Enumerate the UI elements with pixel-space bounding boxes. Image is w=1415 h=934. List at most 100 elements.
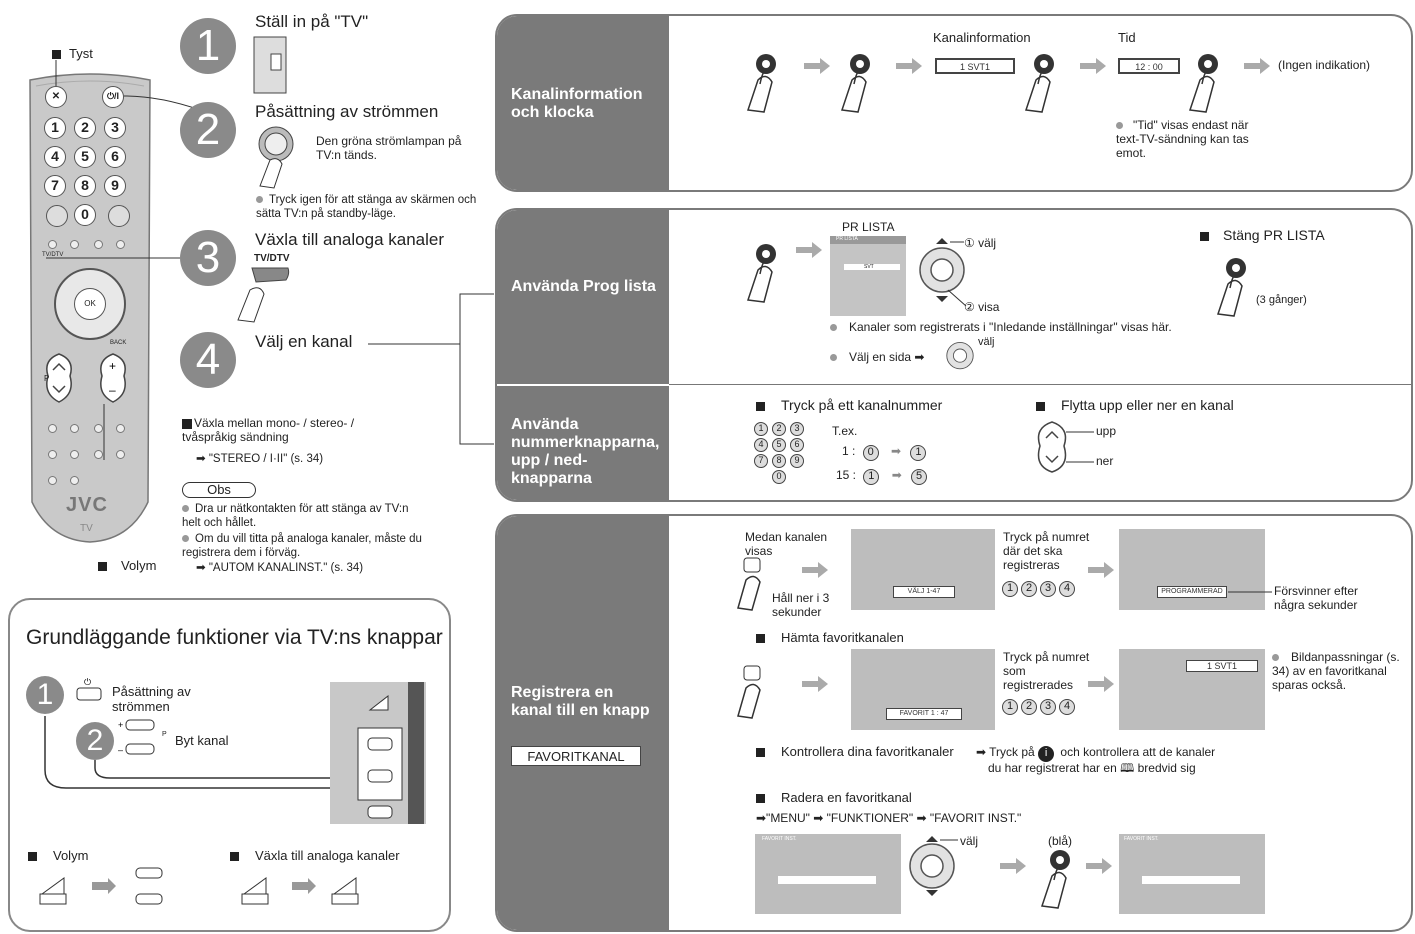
- volume-rocker[interactable]: +–: [96, 352, 131, 404]
- panel-2-title: Använda Prog lista: [511, 278, 656, 295]
- remote-tv-label: TV: [80, 523, 93, 534]
- remote-number-0-button[interactable]: 0: [74, 204, 96, 226]
- remote-small-button-5[interactable]: [70, 424, 79, 433]
- screen-3-box: FAVORIT 1 : 47: [886, 708, 962, 720]
- power-button[interactable]: ⏻/I: [102, 86, 124, 108]
- step-3-title: Växla till analoga kanaler: [255, 230, 445, 249]
- info-hand-3-icon: [1025, 53, 1055, 113]
- arrow-icon: [1088, 562, 1114, 578]
- favorit-badge: FAVORITKANAL: [511, 746, 641, 766]
- remote-side-oval-0[interactable]: [46, 205, 68, 227]
- mono-stereo-ref: ➡ "STEREO / I·II" (s. 34): [196, 453, 324, 465]
- keypad-key-1: 1: [754, 422, 768, 436]
- remote-small-button-13[interactable]: [70, 476, 79, 485]
- info-hand-4-icon: [1189, 53, 1219, 113]
- arrow-icon: [1080, 58, 1106, 74]
- keypad-key-0: 0: [772, 470, 786, 484]
- remote-small-button-9[interactable]: [70, 450, 79, 459]
- remote-number-9-button[interactable]: 9: [104, 175, 126, 197]
- remote-number-7-button[interactable]: 7: [44, 175, 66, 197]
- step-2-note: Tryck igen för att stänga av skärmen och…: [256, 194, 477, 220]
- remote-number-5-button[interactable]: 5: [74, 146, 96, 168]
- basic-power-label: Påsättning av strömmen: [112, 684, 191, 714]
- kanalinfo-label: Kanalinformation: [933, 30, 1031, 45]
- ner-label: ner: [1096, 454, 1114, 468]
- svg-text:+: +: [118, 720, 123, 730]
- favorite-hand-1-icon: [737, 557, 761, 611]
- pr-lista-header: PR LISTA: [830, 236, 906, 244]
- power-press-icon: [258, 126, 294, 189]
- basic-volume-row: [39, 867, 163, 905]
- mono-stereo-note: Växla mellan mono- / stereo- / tvåspråki…: [182, 416, 355, 444]
- obs-label: Obs: [182, 482, 256, 498]
- basic-title: Grundläggande funktioner via TV:ns knapp…: [26, 626, 443, 649]
- keypad-key-8: 8: [772, 454, 786, 468]
- svg-text:⏻: ⏻: [84, 677, 91, 687]
- basic-functions-box: [8, 598, 451, 932]
- basic-step-2-circle: 2: [76, 722, 114, 760]
- info-hand-6-icon: [1217, 257, 1247, 317]
- remote-small-button-11[interactable]: [116, 450, 125, 459]
- screen-5-highlight: [778, 876, 876, 884]
- remote-number-4-button[interactable]: 4: [44, 146, 66, 168]
- basic-analog-label: Växla till analoga kanaler: [230, 848, 400, 863]
- remote-small-button-2[interactable]: [94, 240, 103, 249]
- prog-note-1: Kanaler som registrerats i "Inledande in…: [830, 320, 1172, 334]
- example-2: 15 : 1 ➡ 5: [836, 468, 930, 485]
- info-hand-2-icon: [841, 53, 871, 113]
- remote-small-button-0[interactable]: [48, 240, 57, 249]
- remote-small-button-12[interactable]: [48, 476, 57, 485]
- delete-path: ➡"MENU" ➡ "FUNKTIONER" ➡ "FAVORIT INST.": [756, 811, 1022, 825]
- no-indication: (Ingen indikation): [1278, 58, 1371, 72]
- panel-1-side: [497, 16, 669, 190]
- svg-text:–: –: [109, 383, 116, 397]
- remote-number-3-button[interactable]: 3: [104, 117, 126, 139]
- screen-5: [755, 834, 901, 914]
- panel-channel-info: Kanalinformation och klocka: [495, 14, 1413, 192]
- book-icon: 🕮: [1120, 761, 1135, 775]
- remote-number-1-button[interactable]: 1: [44, 117, 66, 139]
- basic-lines: [44, 716, 371, 789]
- upp-ner-lines: [1066, 431, 1094, 463]
- remote-small-button-10[interactable]: [94, 450, 103, 459]
- arrow-icon: [802, 676, 828, 692]
- remote-small-button-3[interactable]: [116, 240, 125, 249]
- step-1-title: Ställ in på "TV": [255, 12, 369, 31]
- remote-small-button-1[interactable]: [70, 240, 79, 249]
- remote-small-button-6[interactable]: [94, 424, 103, 433]
- delete-title: Radera en favoritkanal: [756, 790, 912, 805]
- panel-3-title: Använda nummerknapparna, upp / ned-knapp…: [511, 416, 660, 487]
- screen-4-box: 1 SVT1: [1186, 660, 1258, 672]
- obs-ref: ➡ "AUTOM KANALINST." (s. 34): [196, 562, 364, 574]
- valj-small: välj: [978, 336, 995, 348]
- remote-small-button-4[interactable]: [48, 424, 57, 433]
- remote-number-2-button[interactable]: 2: [74, 117, 96, 139]
- ok-button[interactable]: OK: [74, 288, 106, 320]
- remote-side-oval-1[interactable]: [108, 205, 130, 227]
- blue-hand-icon: [1041, 849, 1071, 909]
- remote-small-button-8[interactable]: [48, 450, 57, 459]
- ex2-arrow: ➡: [891, 468, 902, 482]
- remote-number-8-button[interactable]: 8: [74, 175, 96, 197]
- keypad-key-5: 5: [772, 438, 786, 452]
- basic-channel-label: Byt kanal: [175, 733, 229, 748]
- mute-label: Tyst: [52, 46, 93, 61]
- remote-number-6-button[interactable]: 6: [104, 146, 126, 168]
- ex1-a: 0: [862, 445, 879, 461]
- time-overlay: 12 : 00: [1118, 58, 1180, 74]
- disappears-note: Försvinner efter några sekunder: [1274, 584, 1359, 612]
- pr-lista-label: PR LISTA: [842, 220, 895, 234]
- screen-6: [1119, 834, 1265, 914]
- step-4-circle: 4: [180, 332, 236, 388]
- channel-rocker[interactable]: [42, 352, 77, 404]
- remote-brand: JVC: [66, 494, 108, 516]
- panel-2-divider: [497, 384, 1411, 386]
- keypad-key-2: 2: [772, 422, 786, 436]
- picture-note: Bildanpassningar (s. 34) av en favoritka…: [1272, 650, 1400, 692]
- remote-small-button-7[interactable]: [116, 424, 125, 433]
- mute-button[interactable]: ✕: [45, 86, 67, 108]
- nav-ring-small-icon: [946, 341, 974, 370]
- tvdtv-press-icon: [237, 267, 290, 323]
